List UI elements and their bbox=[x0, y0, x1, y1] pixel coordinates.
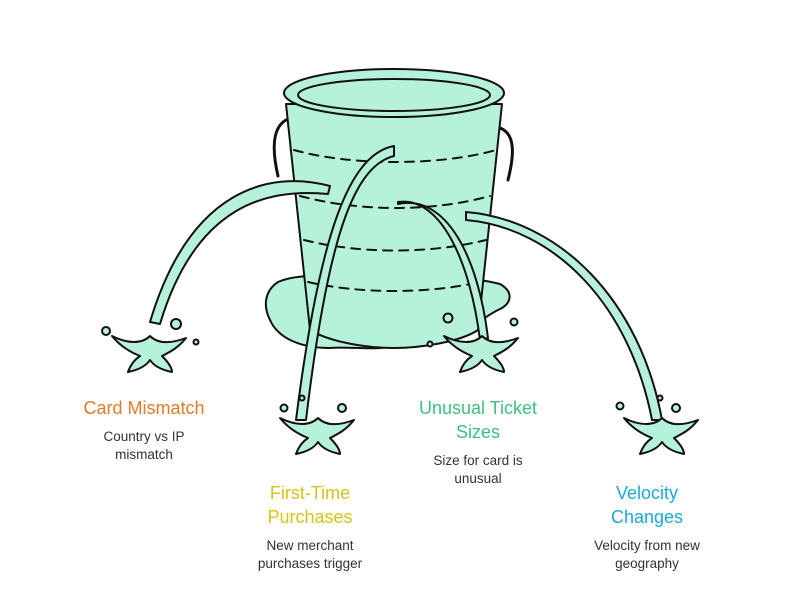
title-first-time-purchases: First-Time Purchases bbox=[220, 481, 400, 529]
title-line: Unusual Ticket bbox=[418, 398, 538, 418]
stream-velocity bbox=[465, 211, 663, 421]
desc-first-time-purchases: New merchant purchases trigger bbox=[220, 537, 400, 573]
splash-icon-1 bbox=[101, 318, 200, 373]
title-velocity-changes: Velocity Changes bbox=[557, 481, 737, 529]
splash-icon-2 bbox=[279, 394, 355, 455]
desc-line: mismatch bbox=[115, 447, 173, 462]
desc-line: Country vs IP bbox=[103, 429, 185, 444]
desc-card-mismatch: Country vs IP mismatch bbox=[54, 428, 234, 464]
desc-line: purchases trigger bbox=[257, 556, 363, 571]
title-line: Card Mismatch bbox=[83, 398, 205, 418]
splash-icon-3 bbox=[426, 312, 519, 373]
stream-first-time bbox=[295, 145, 395, 421]
desc-line: unusual bbox=[454, 471, 502, 486]
bucket-handle-icon bbox=[272, 118, 288, 178]
title-line: Changes bbox=[610, 507, 684, 527]
desc-line: Velocity from new bbox=[594, 538, 700, 553]
title-card-mismatch: Card Mismatch bbox=[54, 396, 234, 420]
stream-card-mismatch bbox=[149, 180, 331, 325]
title-line: Velocity bbox=[615, 483, 679, 503]
title-line: Sizes bbox=[455, 422, 500, 442]
desc-line: New merchant bbox=[266, 538, 354, 553]
label-card-mismatch: Card Mismatch Country vs IP mismatch bbox=[54, 396, 234, 464]
label-unusual-ticket-sizes: Unusual Ticket Sizes Size for card is un… bbox=[388, 396, 568, 488]
desc-line: geography bbox=[615, 556, 679, 571]
label-first-time-purchases: First-Time Purchases New merchant purcha… bbox=[220, 481, 400, 573]
splash-icon-4 bbox=[615, 394, 699, 455]
title-unusual-ticket-sizes: Unusual Ticket Sizes bbox=[388, 396, 568, 444]
desc-line: Size for card is bbox=[433, 453, 523, 468]
title-line: First-Time bbox=[269, 483, 351, 503]
desc-unusual-ticket-sizes: Size for card is unusual bbox=[388, 452, 568, 488]
label-velocity-changes: Velocity Changes Velocity from new geogr… bbox=[557, 481, 737, 573]
title-line: Purchases bbox=[267, 507, 353, 527]
stream-unusual bbox=[397, 200, 489, 341]
desc-velocity-changes: Velocity from new geography bbox=[557, 537, 737, 573]
